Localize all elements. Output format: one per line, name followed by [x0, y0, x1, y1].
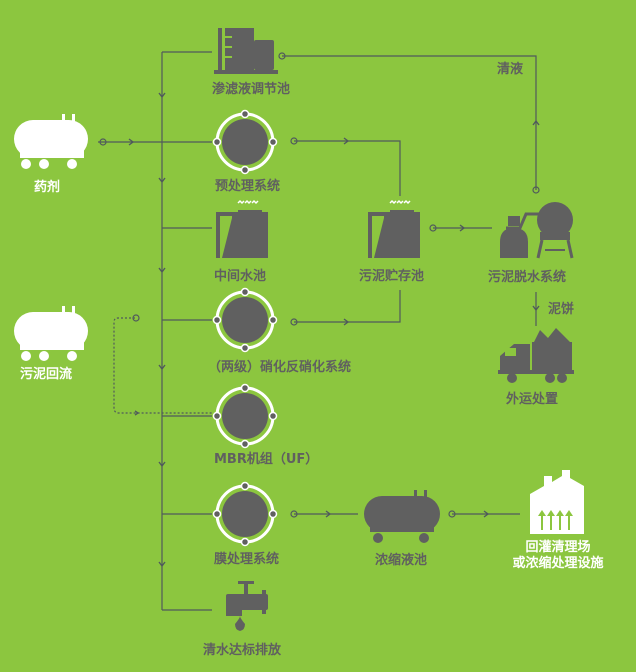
- mbr-unit-icon: [212, 383, 278, 449]
- clear-liquid-return-line: [282, 55, 537, 190]
- faucet-icon: [226, 581, 268, 631]
- sludge-return-truck-icon: [14, 306, 88, 361]
- recirculation-facility-icon: [530, 470, 584, 534]
- sludge-storage-pool-icon: [368, 199, 420, 258]
- sludge-cake-label: 泥饼: [548, 302, 575, 317]
- pretreat-to-storage-line: [294, 140, 401, 196]
- connector-dots: [99, 52, 540, 518]
- connector-dot: [448, 510, 456, 518]
- arrow-icon: [158, 177, 166, 184]
- leachate-tank-icon: [214, 28, 278, 74]
- leachate-tank-label: 渗滤液调节池: [212, 82, 291, 97]
- pretreatment-system-icon: [212, 109, 278, 175]
- arrow-icon: [343, 137, 350, 145]
- connector-dot: [278, 52, 286, 60]
- arrow-icon: [134, 410, 140, 416]
- arrow-icon: [158, 461, 166, 468]
- external-disposal-label: 外运处置: [506, 392, 559, 407]
- discharge-label: 清水达标排放: [203, 643, 282, 658]
- recirculation-label-line1: 回灌清理场: [525, 540, 591, 555]
- arrow-icon: [483, 510, 490, 518]
- arrow-icon: [532, 119, 540, 126]
- arrow-icon: [158, 92, 166, 99]
- connector-dot: [290, 318, 298, 326]
- arrow-icon: [459, 224, 466, 232]
- sludge-return-dashed-line: [113, 317, 212, 414]
- sludge-dewatering-label: 污泥脱水系统: [488, 270, 567, 285]
- arrow-icon: [158, 561, 166, 568]
- chemicals-label: 药剂: [34, 180, 61, 195]
- concentrate-tank-icon: [364, 490, 440, 543]
- membrane-label: 膜处理系统: [214, 552, 280, 567]
- arrow-icon: [128, 138, 135, 146]
- nitrification-label: （两级）硝化反硝化系统: [208, 360, 352, 375]
- arrow-icon: [343, 318, 350, 326]
- sludge-storage-label: 污泥贮存池: [359, 269, 425, 284]
- connector-dot: [429, 224, 437, 232]
- connector-dot: [290, 137, 298, 145]
- connector-dot: [99, 138, 107, 146]
- connector-dot: [132, 314, 140, 322]
- nitrif-to-storage-line: [294, 290, 401, 323]
- sludge-return-label: 污泥回流: [20, 367, 73, 382]
- concentrate-tank-label: 浓缩液池: [375, 553, 428, 568]
- disposal-truck-icon: [498, 328, 574, 383]
- arrow-icon: [158, 267, 166, 274]
- flow-arrows: [128, 92, 540, 568]
- connector-dot: [532, 186, 540, 194]
- arrow-icon: [532, 305, 540, 312]
- sludge-dewatering-icon: [500, 202, 574, 259]
- connector-dot: [290, 510, 298, 518]
- pretreatment-label: 预处理系统: [215, 179, 281, 194]
- chemicals-truck-icon: [14, 114, 88, 169]
- nitrification-system-icon: [212, 287, 278, 353]
- membrane-system-icon: [212, 481, 278, 547]
- intermediate-pool-label: 中间水池: [214, 269, 267, 284]
- flow-lines: [98, 51, 537, 611]
- intermediate-pool-icon: [216, 199, 268, 258]
- mbr-label: MBR机组（UF）: [214, 452, 319, 467]
- arrow-icon: [158, 364, 166, 371]
- recirculation-label-line2: 或浓缩处理设施: [512, 556, 604, 571]
- clear-liquid-label: 清液: [497, 62, 524, 77]
- arrow-icon: [325, 510, 332, 518]
